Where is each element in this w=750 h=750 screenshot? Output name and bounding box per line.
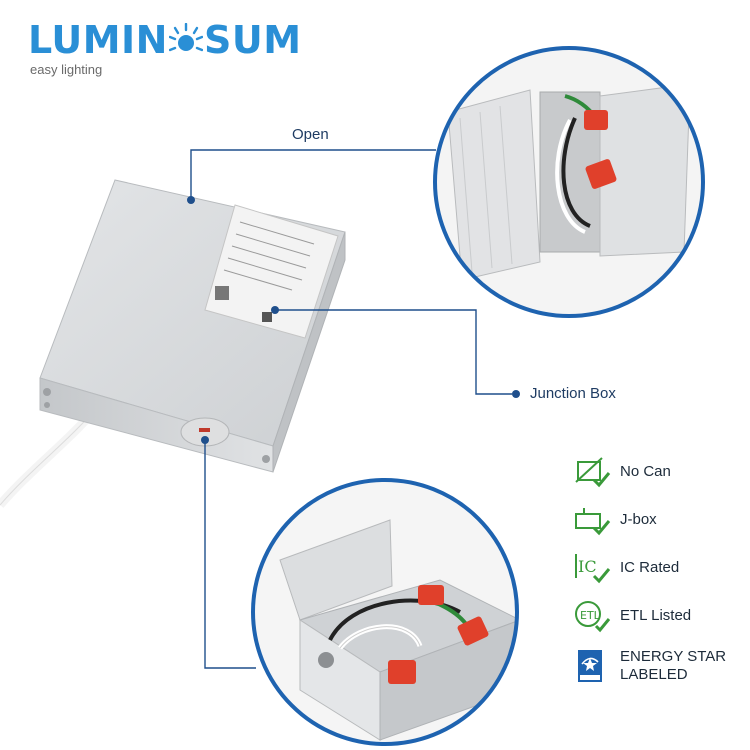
feature-label: ENERGY STAR (620, 648, 727, 665)
brand-name-right: SUM (203, 18, 302, 62)
feature-label-secondary: LABELED (620, 666, 688, 683)
etl-icon: ETL (575, 601, 611, 633)
svg-text:ETL: ETL (580, 609, 601, 622)
wiring-detail (251, 478, 519, 746)
jbox-icon (575, 508, 611, 536)
feature-jbox: J-box (572, 496, 750, 544)
junction-label-dot (512, 390, 520, 398)
feature-list: No Can J-box IC IC Rated ETL ETL Listed (572, 448, 750, 692)
junction-box-label: Junction Box (530, 385, 616, 402)
open-label: Open (292, 126, 329, 143)
feature-label: J-box (620, 511, 657, 528)
energy-star-icon (578, 650, 602, 682)
no-can-icon (575, 457, 611, 488)
brand-tagline: easy lighting (30, 62, 103, 77)
junction-dot (271, 306, 279, 314)
knockout-dot (201, 436, 209, 444)
feature-label: IC Rated (620, 559, 680, 576)
callout-lines (190, 149, 512, 669)
sun-icon (168, 23, 203, 52)
brand-name: LUMIN SUM (28, 20, 302, 60)
brand-logo: LUMIN SUM easy lighting (28, 20, 302, 77)
svg-text:IC: IC (578, 557, 597, 576)
open-box-detail (433, 46, 705, 318)
open-dot (187, 196, 195, 204)
ic-rated-icon: IC (575, 554, 611, 584)
feature-no-can: No Can (572, 448, 750, 496)
feature-etl: ETL ETL Listed (572, 592, 750, 640)
energy-star-label: ENERGY STAR LABELED (620, 648, 726, 684)
feature-ic-rated: IC IC Rated (572, 544, 750, 592)
feature-energy-star: ENERGY STAR LABELED (572, 640, 750, 692)
feature-label: No Can (620, 463, 671, 480)
brand-name-left: LUMIN (28, 18, 168, 62)
junction-box (39, 179, 346, 473)
feature-label: ETL Listed (620, 607, 692, 624)
